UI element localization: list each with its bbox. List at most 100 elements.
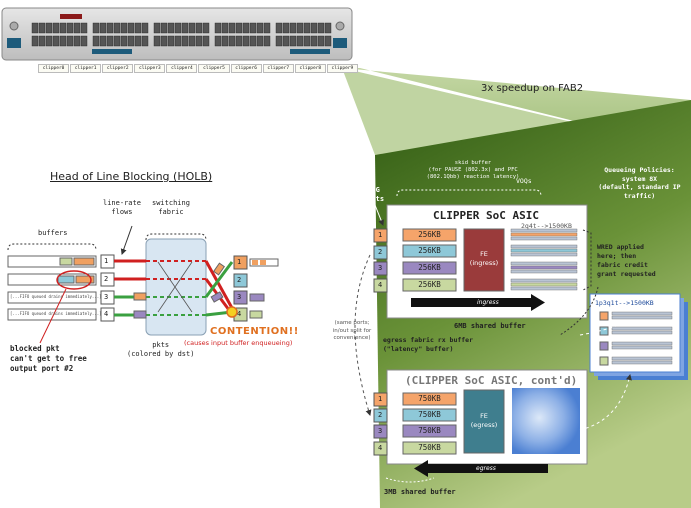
sfp-port	[141, 22, 149, 34]
projection-beam	[342, 68, 691, 150]
fabric-label: switching fabric	[152, 199, 190, 216]
sfp-port	[113, 35, 121, 47]
sfp-port	[174, 35, 182, 47]
sfp-port	[99, 22, 107, 34]
sfp-port	[45, 22, 53, 34]
egress-queue	[611, 330, 673, 335]
sfp-port	[160, 22, 168, 34]
sfp-port	[282, 22, 290, 34]
egress-arrow-label: egress	[476, 465, 496, 472]
sfp-port	[167, 35, 175, 47]
switching-fabric-box	[145, 238, 207, 336]
sfp-port	[120, 22, 128, 34]
sfp-port	[188, 22, 196, 34]
queueing-policies-label: Queueing Policies: system 8X (default, s…	[598, 166, 681, 200]
clipper-port-label: clipper3	[134, 64, 166, 73]
sfp-port	[303, 35, 311, 47]
voq-queue	[510, 269, 578, 274]
holb-out-port-3: 3	[237, 293, 242, 301]
egress-queue	[611, 315, 673, 320]
clipper-port-label: clipper6	[230, 64, 262, 73]
voq-queue	[510, 265, 578, 270]
voq-queue	[510, 282, 578, 287]
egress-queue-port	[599, 341, 609, 351]
ingress-buffer-3: 256KB	[418, 263, 441, 272]
fifo-text-4: [...FIFO queued drains immediately...]	[10, 311, 102, 316]
sfp-port	[134, 35, 142, 47]
sfp-port	[80, 22, 88, 34]
voq-rows	[510, 228, 578, 291]
sfp-port	[221, 22, 229, 34]
sfp-port	[214, 22, 222, 34]
speedup-label: 3x speedup on FAB2	[481, 83, 584, 94]
sfp-port	[195, 22, 203, 34]
voq-queue	[510, 261, 578, 266]
holb-title: Head of Line Blocking (HOLB)	[50, 170, 213, 183]
sfp-port	[167, 22, 175, 34]
clipper-port-label: clipper0	[38, 64, 70, 73]
egress-fabric-label: egress fabric rx buffer ("latency" buffe…	[383, 336, 474, 353]
tengig-pointer	[374, 204, 384, 226]
egress-queue	[611, 360, 673, 365]
fe-ingress-block	[463, 228, 505, 292]
voqs-label: VOQs	[516, 177, 532, 185]
sfp-port	[181, 35, 189, 47]
voq-size-label: 2q4t-->1500KB	[521, 222, 572, 230]
egress-buffer-1: 750KB	[418, 394, 441, 403]
sfp-port	[92, 22, 100, 34]
sfp-port	[202, 35, 210, 47]
line-rate-label: line-rate flows	[103, 199, 141, 216]
tengig-ports-label: 10G ports	[363, 186, 385, 203]
voq-queue	[510, 228, 578, 233]
sfp-port	[296, 35, 304, 47]
sfp-port	[120, 35, 128, 47]
ingress-port-numbers	[373, 228, 388, 293]
wred-note: WRED applied here; then fabric credit gr…	[597, 243, 656, 278]
sfp-port	[263, 22, 271, 34]
sfp-port	[242, 22, 250, 34]
holb-in-port-3: 3	[104, 293, 109, 301]
clipper-port-label: clipper1	[70, 64, 102, 73]
sfp-port	[127, 35, 135, 47]
sfp-port	[235, 22, 243, 34]
sfp-port	[310, 22, 318, 34]
clipper-port-label: clipper4	[166, 64, 198, 73]
sfp-port	[106, 22, 114, 34]
holb-out-port-4: 4	[237, 310, 242, 318]
sfp-port	[160, 35, 168, 47]
voq-queue	[510, 248, 578, 253]
holb-in-port-1: 1	[104, 257, 109, 265]
sfp-port	[66, 22, 74, 34]
sfp-port	[202, 22, 210, 34]
sfp-port	[317, 22, 325, 34]
sfp-port	[38, 22, 46, 34]
sfp-port	[31, 22, 39, 34]
skid-buffer-label: skid buffer (for PAUSE (802.3x) and PFC …	[426, 160, 520, 180]
sfp-port	[99, 35, 107, 47]
sfp-port	[249, 35, 257, 47]
buffers-bracket	[7, 243, 97, 251]
sfp-port	[256, 35, 264, 47]
sfp-port	[106, 35, 114, 47]
clipper-port-label: clipper2	[102, 64, 134, 73]
egress-buffer-pool	[512, 388, 580, 454]
fabric-bracket	[145, 233, 207, 241]
sfp-port	[310, 35, 318, 47]
sfp-port	[324, 35, 332, 47]
fe-ingress-label: FE (ingress)	[469, 250, 499, 267]
egress-queue-port	[599, 311, 609, 321]
contention-burst-icon	[226, 306, 238, 318]
egress-arrow	[414, 460, 548, 477]
sfp-port-grid	[31, 22, 332, 47]
sfp-port	[324, 22, 332, 34]
sfp-port	[31, 35, 39, 47]
sfp-port	[174, 22, 182, 34]
egress-queue-port	[599, 356, 609, 366]
sfp-port	[181, 22, 189, 34]
egress-buffer-3: 750KB	[418, 426, 441, 435]
ingress-to-queue-arc	[579, 319, 631, 336]
ingress-port-buffers	[402, 228, 457, 292]
blocked-pointer	[39, 288, 67, 344]
holb-input-ports	[100, 254, 115, 322]
